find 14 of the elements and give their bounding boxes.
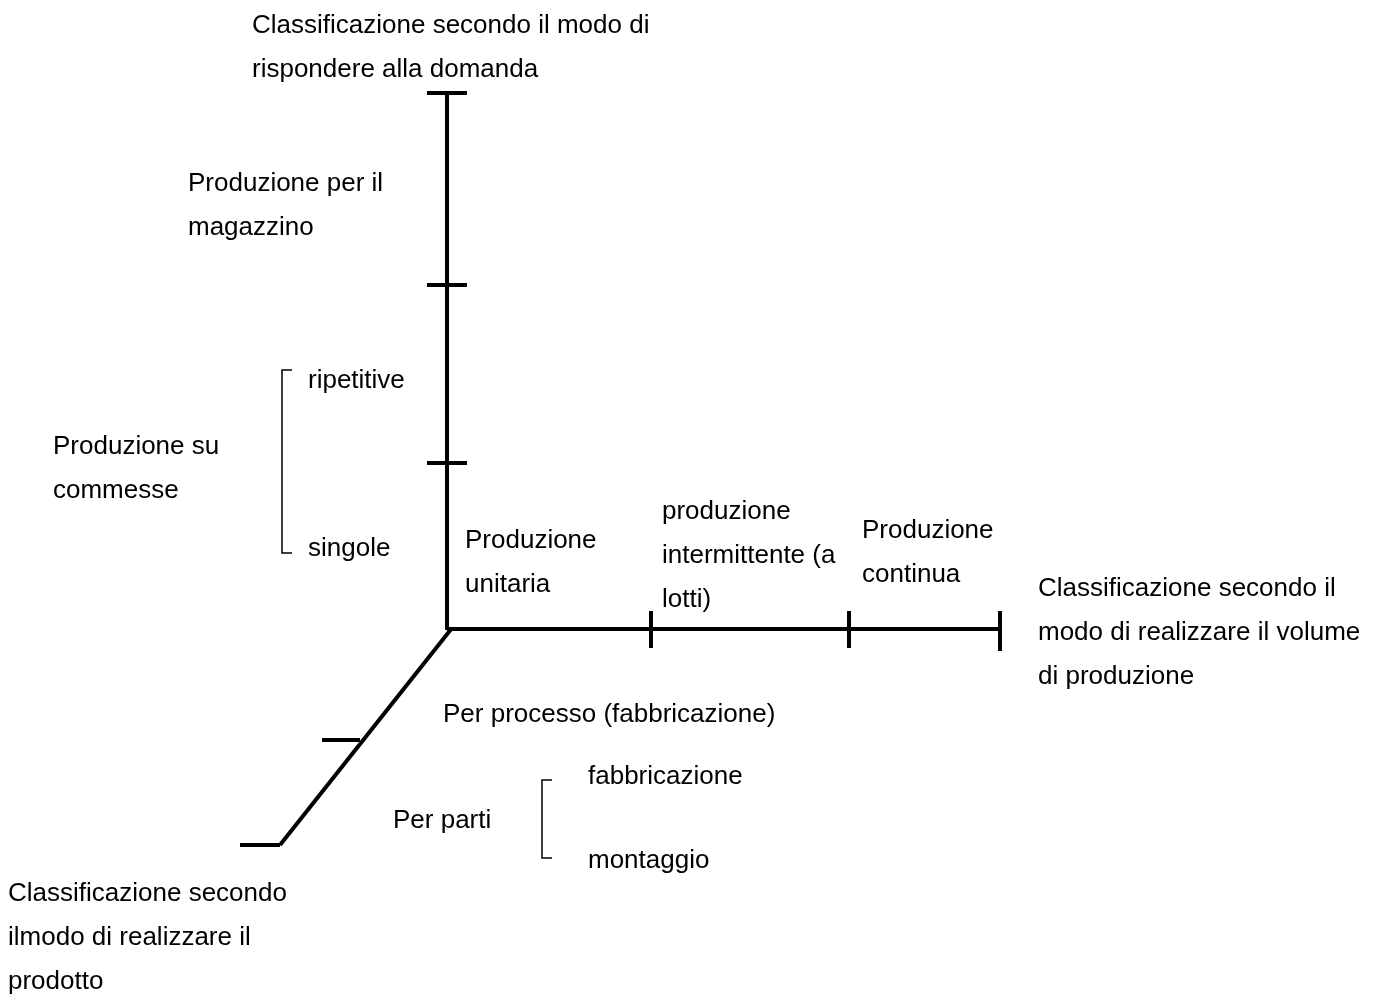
axis-label: Per parti (393, 803, 492, 836)
axis-label: ripetitive (308, 363, 405, 396)
axis-label: Produzione su commesse (53, 429, 221, 506)
axis-label: Classificazione secondo ilmodo di realizzare il prodotto (8, 876, 288, 996)
axis-label: Produzione unitaria (465, 523, 598, 600)
axis-label: Per processo (fabbricazione) (443, 697, 776, 730)
axis-label: Produzione continua (862, 513, 995, 590)
axis-label: singole (308, 531, 391, 564)
axis-label: montaggio (588, 843, 710, 876)
axis-label: Produzione per il magazzino (188, 166, 385, 243)
axis-label: Classificazione secondo il modo di rispondere alla domanda (252, 8, 651, 85)
axis-label: Classificazione secondo il modo di realizzare il volume di produzione (1038, 571, 1362, 692)
axis-label: fabbricazione (588, 759, 743, 792)
axis-label: produzione intermittente (a lotti) (662, 494, 837, 615)
